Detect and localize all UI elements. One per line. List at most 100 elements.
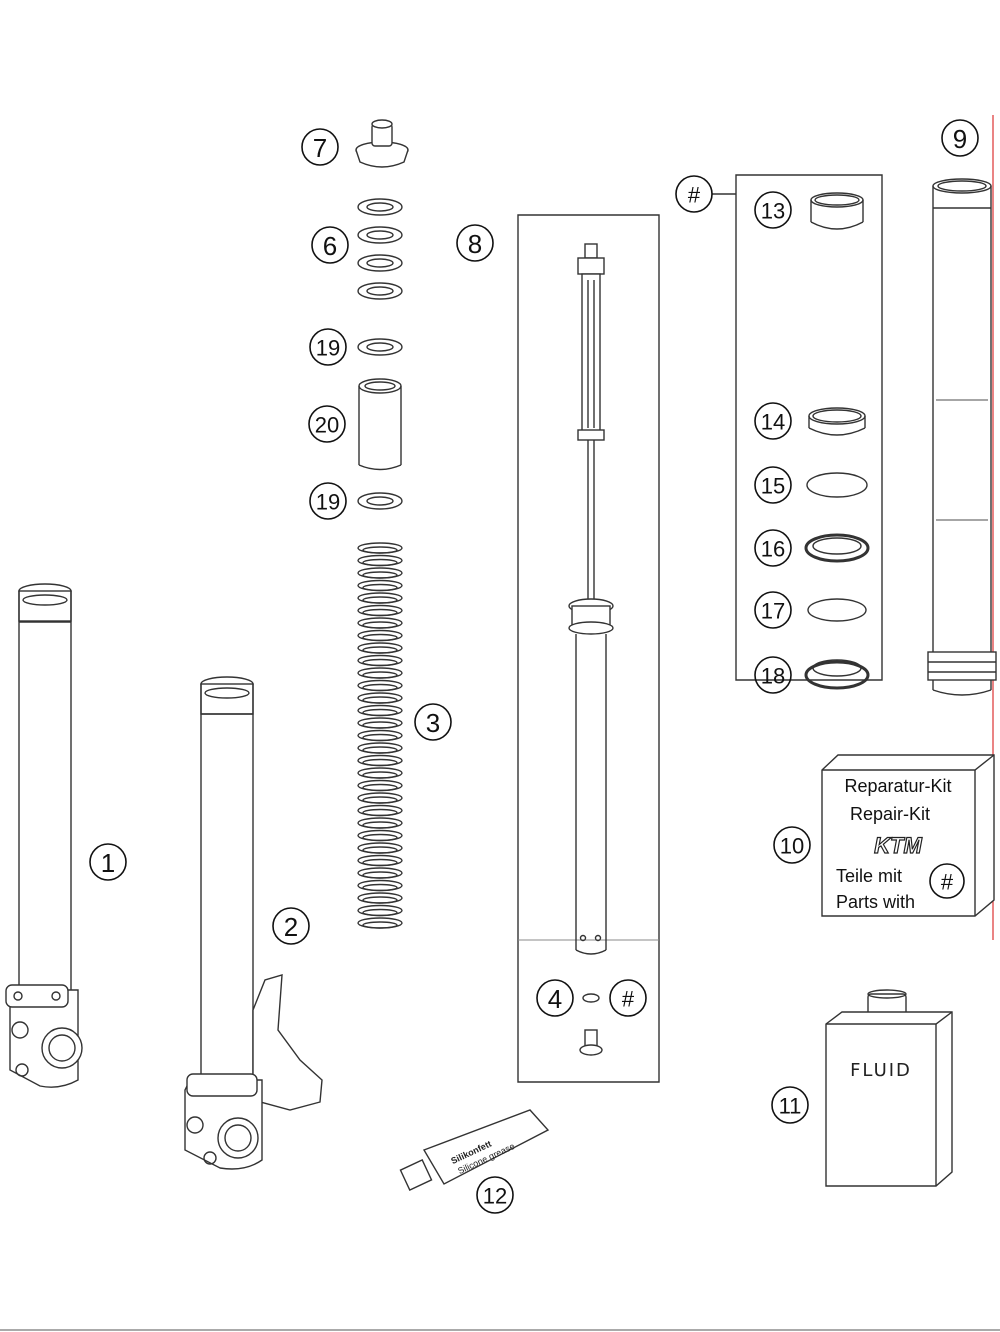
spring-coil-inner [362,758,398,767]
callout-circle-7 [301,128,339,166]
spring-coil-inner [362,708,398,717]
callout-circle-6 [311,226,349,264]
callout-8: 8 [468,229,482,259]
callout-circle-hash-a [675,175,713,213]
spring-coil-inner [362,571,398,579]
callout-circle-12 [476,1176,514,1214]
spacer-20 [358,378,402,471]
callout-20: 20 [315,413,339,438]
spring-coil-inner [362,908,398,917]
spring-coil-inner [362,833,398,842]
washers-6 [357,198,403,300]
callout-circle-10 [773,826,811,864]
callout-14: 14 [761,410,785,435]
spring-coil-inner [362,646,398,654]
callout-circle-13 [754,191,792,229]
washer-15 [806,472,868,498]
callout-hash-a: # [688,183,701,208]
spring-coil-inner [362,633,398,642]
callout-16: 16 [761,537,785,562]
spring-coil-inner [362,808,398,817]
callout-circle-11 [771,1086,809,1124]
washer-19-top [357,338,403,356]
spring-coil-inner [362,671,398,679]
callout-circle-hash-c [929,863,965,899]
callout-circle-18 [754,656,792,694]
repair-kit-line1: Reparatur-Kit [844,776,951,796]
callout-circle-15 [754,466,792,504]
cartridge-group-8 [517,214,660,1083]
callout-6: 6 [323,231,337,261]
callout-circle-3 [414,703,452,741]
callout-4: 4 [548,984,562,1014]
spring-coil-inner [362,733,398,742]
callout-9: 9 [953,124,967,154]
callout-19a: 19 [316,336,340,361]
spring-coil-inner [362,658,398,667]
spring-coil-inner [362,896,398,904]
callout-19b: 19 [316,490,340,515]
callout-17: 17 [761,599,785,624]
spring-coil-inner [362,921,398,929]
callout-circle-4 [536,979,574,1017]
spring-coil-inner [362,583,398,592]
spring-coil-inner [362,696,398,704]
spring-coil-inner [362,683,398,692]
repair-kit-box-10 [821,754,995,917]
callout-12: 12 [483,1184,507,1209]
callout-18: 18 [761,664,785,689]
spring-coil-inner [362,871,398,879]
spring-coil-inner [362,796,398,804]
outer-tube-9 [927,178,997,696]
spring-coil-inner [362,846,398,854]
callout-circle-1 [89,843,127,881]
spring-3 [357,542,403,929]
spring-coil-inner [362,621,398,629]
callout-circle-20 [308,405,346,443]
callout-3: 3 [426,708,440,738]
fork-leg-1 [5,583,83,1088]
callout-13: 13 [761,199,785,224]
callout-circle-hash-b [609,979,647,1017]
fork-leg-2 [184,676,323,1170]
ktm-logo: KTM [874,833,922,858]
bushing-14 [808,407,866,436]
spring-coil-inner [362,558,398,567]
repair-kit-line4: Parts with [836,892,915,912]
callout-circle-17 [754,591,792,629]
spring-coil-inner [362,596,398,604]
spring-coil-inner [362,821,398,829]
repair-kit-line2: Repair-Kit [850,804,930,824]
spring-coil-inner [362,858,398,867]
circlip-17 [807,598,867,622]
fluid-bottle-11 [825,989,953,1187]
oil-seal-16 [804,533,870,563]
callout-circle-9 [941,119,979,157]
callout-hash-b: # [622,987,635,1012]
washer-19-bottom [357,492,403,510]
callout-15: 15 [761,474,785,499]
spring-coil-inner [362,783,398,792]
callout-7: 7 [313,133,327,163]
callout-10: 10 [780,834,804,859]
dust-wiper-18 [804,659,870,690]
callout-circle-14 [754,402,792,440]
fork-cap-7 [355,119,409,168]
callout-1: 1 [101,848,115,878]
callout-circle-19a [309,328,347,366]
spring-coil-inner [362,883,398,892]
callout-circle-19b [309,482,347,520]
spring-coil-inner [362,771,398,779]
repair-kit-line3: Teile mit [836,866,902,886]
callout-11: 11 [779,1094,802,1119]
spring-coil-inner [362,746,398,754]
callout-2: 2 [284,912,298,942]
fluid-label: FLUID [850,1060,912,1081]
bushing-13 [810,192,864,230]
callout-circle-2 [272,907,310,945]
seal-kit-group [712,174,883,690]
spring-coil-inner [362,546,398,554]
callout-circle-16 [754,529,792,567]
